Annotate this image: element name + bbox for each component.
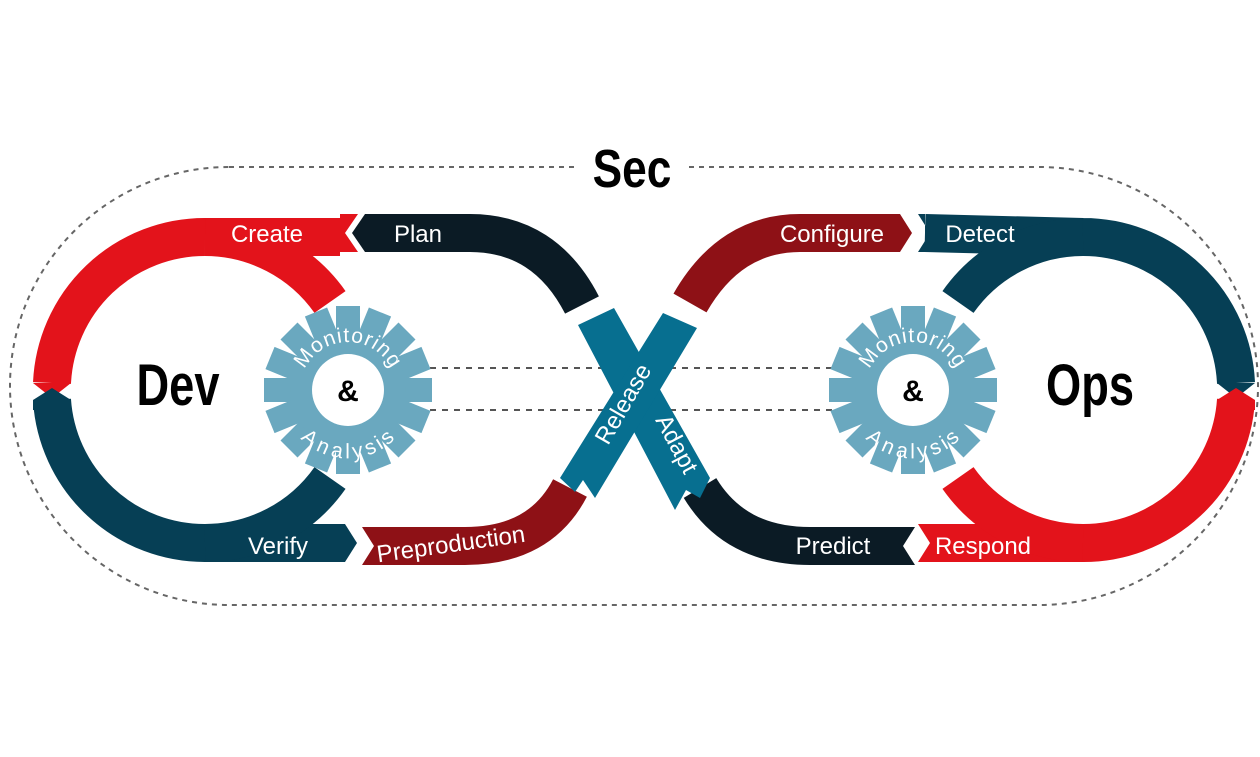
- segment-predict[interactable]: [683, 477, 900, 565]
- gear-label-ampersand: &: [337, 375, 359, 408]
- ops-label: Ops: [1046, 354, 1134, 419]
- label-detect: Detect: [945, 221, 1015, 248]
- segment-detect[interactable]: [924, 214, 1255, 385]
- label-plan: Plan: [394, 221, 442, 248]
- right-loop: [673, 214, 1255, 565]
- label-create: Create: [231, 221, 303, 248]
- segment-verify[interactable]: [33, 398, 340, 563]
- label-verify: Verify: [248, 533, 308, 560]
- label-respond: Respond: [935, 533, 1031, 560]
- segment-plan[interactable]: [375, 214, 599, 315]
- left-loop: [33, 214, 599, 565]
- sec-title: Sec: [593, 139, 672, 199]
- segment-create[interactable]: [204, 218, 346, 314]
- gear-icon: [264, 306, 432, 474]
- gear-label-ampersand: &: [902, 375, 924, 408]
- gear-icon: [829, 306, 997, 474]
- segment-preproduction[interactable]: [375, 478, 587, 565]
- segment-respond[interactable]: [935, 398, 1255, 563]
- label-predict: Predict: [796, 533, 871, 560]
- label-configure: Configure: [780, 221, 884, 248]
- dev-label: Dev: [137, 354, 220, 419]
- segment-configure[interactable]: [673, 214, 895, 313]
